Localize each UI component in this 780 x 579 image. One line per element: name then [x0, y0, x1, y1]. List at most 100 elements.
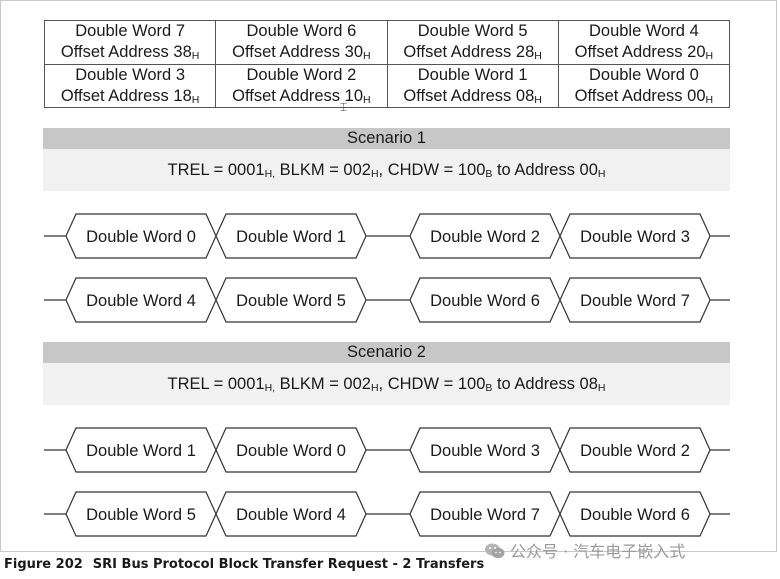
transfer-cell	[215, 277, 367, 323]
offset-value: Offset Address 38	[60, 43, 192, 62]
transfer-cell-label: Double Word 2	[580, 442, 690, 460]
figure-caption: Figure 202 SRI Bus Protocol Block Transfe…	[4, 557, 484, 572]
address-cell: Double Word 3 Offset Address 18H	[43, 63, 217, 108]
transfer-cell	[559, 427, 711, 473]
transfer-cell	[215, 491, 367, 537]
param-text: to Address 00	[492, 161, 598, 179]
param-subscript: H	[597, 382, 606, 394]
address-cell: Double Word 1 Offset Address 08H	[386, 63, 559, 108]
param-subscript: H,	[264, 168, 276, 180]
offset-unit: H	[534, 50, 542, 63]
transfer-row: Double Word 4 Double Word 5 Double Word 6 D…	[44, 277, 730, 323]
address-cell: Double Word 2 Offset Address 10H	[215, 63, 388, 108]
offset-value: Offset Address 10	[232, 86, 363, 105]
offset-value: Offset Address 00	[574, 86, 706, 105]
transfer-row: Double Word 5 Double Word 4 Double Word 7 D…	[44, 491, 730, 537]
figure-title: SRI Bus Protocol Block Transfer Request …	[92, 557, 485, 572]
param-text: TREL = 0001	[167, 161, 265, 179]
param-subscript: H	[370, 168, 379, 180]
param-text: BLKM = 002	[275, 161, 371, 179]
scenario-params: TREL = 0001H, BLKM = 002H, CHDW = 100B t…	[43, 363, 730, 405]
offset-value: Offset Address 20	[574, 43, 706, 62]
scenario-title: Scenario 2	[43, 342, 730, 363]
transfer-cell-label: Double Word 0	[236, 442, 346, 460]
transfer-cell-label: Double Word 3	[580, 228, 690, 246]
transfer-cell-label: Double Word 5	[86, 506, 196, 524]
transfer-cell	[215, 427, 367, 473]
transfer-cell-label: Double Word 4	[236, 506, 346, 524]
param-text: TREL = 0001	[167, 375, 265, 393]
transfer-cell-label: Double Word 1	[236, 228, 346, 246]
double-word-label: Double Word 7	[75, 22, 185, 41]
offset-value: Offset Address 08	[403, 86, 535, 105]
offset-unit: H	[705, 93, 714, 106]
figure-number: Figure 202	[4, 557, 83, 572]
param-text: BLKM = 002	[275, 375, 371, 393]
transfer-cell-label: Double Word 6	[430, 292, 540, 310]
transfer-cell	[559, 491, 711, 537]
transfer-cell-label: Double Word 0	[86, 228, 196, 246]
param-subscript: H	[597, 168, 606, 180]
offset-address: Offset Address 30H	[216, 42, 386, 63]
transfer-cell	[559, 277, 711, 323]
offset-address: Offset Address 10H	[216, 86, 386, 107]
offset-unit: H	[191, 50, 200, 63]
transfer-cell	[559, 213, 711, 259]
param-subscript: B	[485, 168, 493, 180]
transfer-cell-label: Double Word 4	[86, 292, 196, 310]
transfer-row: Double Word 1 Double Word 0 Double Word 3 D…	[44, 427, 730, 473]
offset-unit: H	[191, 93, 200, 106]
param-text: , CHDW = 100	[378, 161, 486, 179]
offset-unit: H	[363, 93, 371, 106]
param-text: , CHDW = 100	[378, 375, 486, 393]
transfer-cell-label: Double Word 6	[580, 506, 690, 524]
scenario-title: Scenario 1	[43, 128, 730, 149]
param-subscript: B	[485, 382, 493, 394]
offset-address: Offset Address 28H	[388, 42, 558, 63]
transfer-cell	[215, 213, 367, 259]
wechat-icon	[485, 543, 505, 559]
transfer-cell-label: Double Word 1	[86, 442, 196, 460]
figure-frame	[0, 0, 777, 552]
text-cursor-icon: ⌶	[340, 100, 348, 114]
offset-value: Offset Address 28	[403, 43, 535, 62]
scenario-1-band: Scenario 1 TREL = 0001H, BLKM = 002H, CH…	[43, 128, 730, 191]
offset-value: Offset Address 18	[60, 86, 192, 105]
offset-value: Offset Address 30	[232, 43, 363, 62]
double-word-label: Double Word 2	[246, 65, 357, 84]
watermark-text: 公众号 · 汽车电子嵌入式	[510, 542, 686, 561]
offset-address: Offset Address 08H	[388, 86, 558, 107]
param-subscript: H	[370, 382, 379, 394]
address-cell: Double Word 0 Offset Address 00H	[557, 63, 731, 108]
transfer-cell-label: Double Word 3	[430, 442, 540, 460]
double-word-label: Double Word 4	[588, 22, 699, 41]
transfer-cell-label: Double Word 7	[580, 292, 690, 310]
offset-unit: H	[705, 50, 714, 63]
offset-address: Offset Address 20H	[559, 42, 729, 63]
double-word-label: Double Word 3	[75, 65, 185, 84]
param-text: to Address 08	[492, 375, 598, 393]
transfer-row: Double Word 0 Double Word 1 Double Word 2 D…	[44, 213, 730, 259]
double-word-label: Double Word 6	[246, 22, 357, 41]
double-word-label: Double Word 0	[588, 65, 699, 84]
double-word-label: Double Word 1	[417, 65, 528, 84]
offset-unit: H	[363, 50, 371, 63]
offset-address: Offset Address 18H	[45, 86, 215, 107]
transfer-cell-label: Double Word 7	[430, 506, 540, 524]
offset-address: Offset Address 38H	[45, 42, 215, 63]
offset-unit: H	[534, 93, 542, 106]
scenario-2-band: Scenario 2 TREL = 0001H, BLKM = 002H, CH…	[43, 342, 730, 405]
transfer-cell-label: Double Word 2	[430, 228, 540, 246]
scenario-params: TREL = 0001H, BLKM = 002H, CHDW = 100B t…	[43, 149, 730, 191]
param-subscript: H,	[264, 382, 276, 394]
transfer-cell-label: Double Word 5	[236, 292, 346, 310]
double-word-label: Double Word 5	[417, 22, 528, 41]
offset-address: Offset Address 00H	[559, 86, 729, 107]
